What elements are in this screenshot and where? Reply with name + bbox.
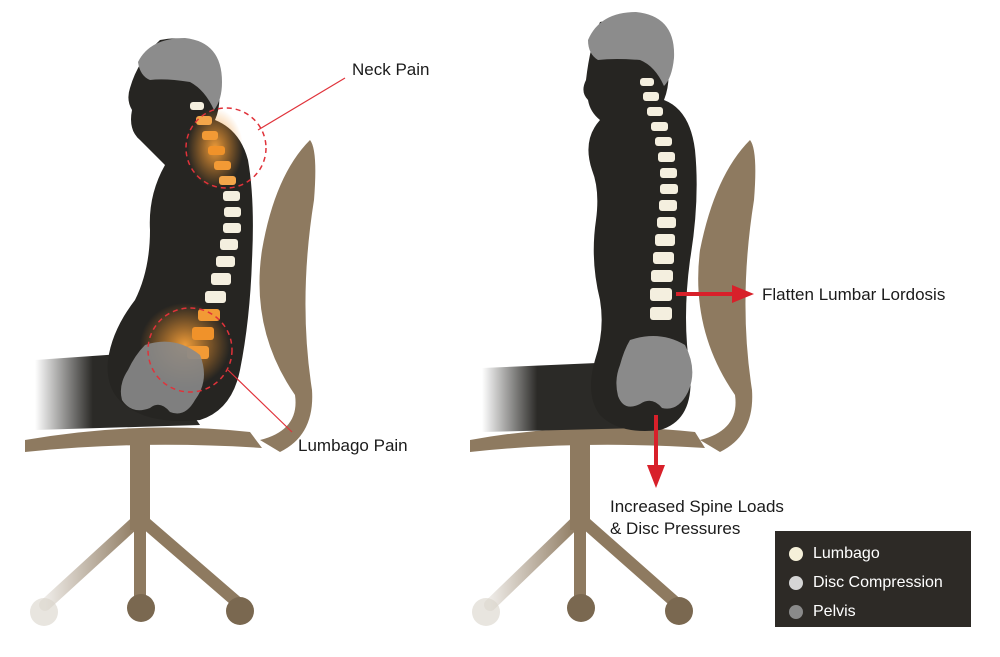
left-hair [138, 38, 222, 110]
lumbago-pain-label: Lumbago Pain [298, 436, 408, 455]
legend-item-disc-compression: Disc Compression [789, 568, 971, 597]
left-spine [187, 102, 241, 359]
spine-load-arrow [647, 415, 665, 488]
increased-spine-loads-line2: & Disc Pressures [610, 519, 741, 538]
legend: Lumbago Disc Compression Pelvis [775, 531, 971, 627]
flatten-lumbar-lordosis-label: Flatten Lumbar Lordosis [762, 285, 946, 304]
flatten-lordosis-arrow [676, 285, 754, 303]
neck-pain-marker [185, 107, 267, 189]
right-chair-base [472, 440, 693, 626]
legend-label-disc-compression: Disc Compression [813, 573, 943, 591]
legend-item-pelvis: Pelvis [789, 597, 971, 626]
right-pelvis [616, 336, 693, 409]
lumbago-pain-marker [147, 307, 233, 393]
left-chair-seat [25, 427, 262, 452]
legend-label-pelvis: Pelvis [813, 602, 856, 620]
legend-dot-lumbago [789, 546, 803, 561]
right-spine [640, 78, 678, 320]
left-chair-base [30, 440, 254, 626]
left-chair-backrest [259, 140, 316, 452]
neck-pain-leader [257, 77, 346, 131]
right-body-silhouette [583, 20, 697, 431]
legend-dot-disc-compression [789, 575, 803, 590]
lumbago-pain-leader [227, 369, 293, 433]
legend-dot-pelvis [789, 604, 803, 619]
left-pelvis [120, 341, 204, 414]
left-figure-slouched [25, 38, 346, 626]
increased-spine-loads-label: Increased Spine Loads & Disc Pressures [610, 496, 784, 540]
legend-item-lumbago: Lumbago [789, 539, 971, 568]
neck-pain-label: Neck Pain [352, 60, 430, 79]
increased-spine-loads-line1: Increased Spine Loads [610, 497, 784, 516]
right-hair [588, 12, 675, 86]
right-chair-seat [470, 427, 705, 452]
legend-label-lumbago: Lumbago [813, 544, 880, 562]
right-figure-upright [470, 12, 756, 626]
